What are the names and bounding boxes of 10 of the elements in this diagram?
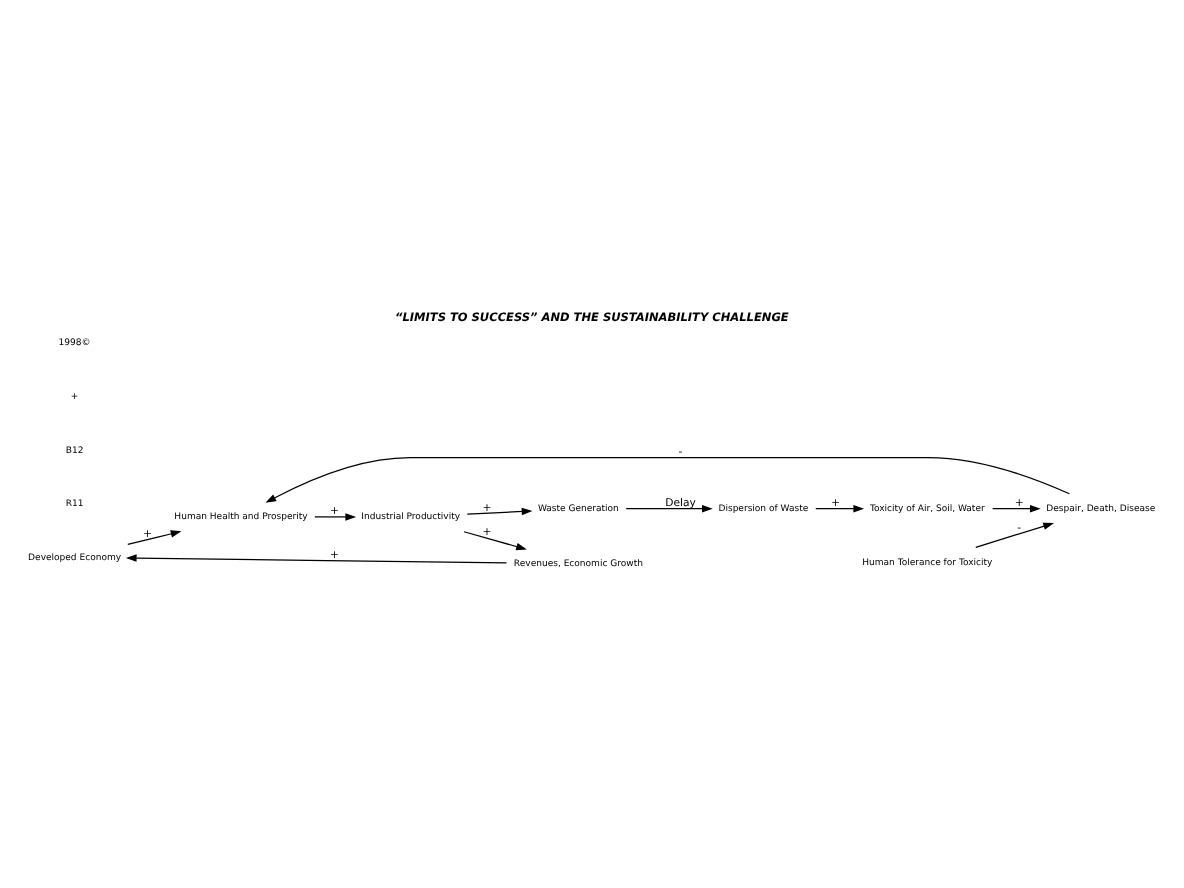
arrow	[265, 456, 1070, 503]
arrow	[992, 504, 1041, 513]
arrow	[466, 507, 533, 516]
arrow	[314, 513, 357, 521]
arrow	[815, 504, 865, 513]
arrow	[975, 522, 1054, 548]
arrow	[463, 531, 527, 551]
arrow	[125, 554, 508, 564]
arrow	[625, 504, 713, 513]
arrow	[127, 530, 182, 546]
